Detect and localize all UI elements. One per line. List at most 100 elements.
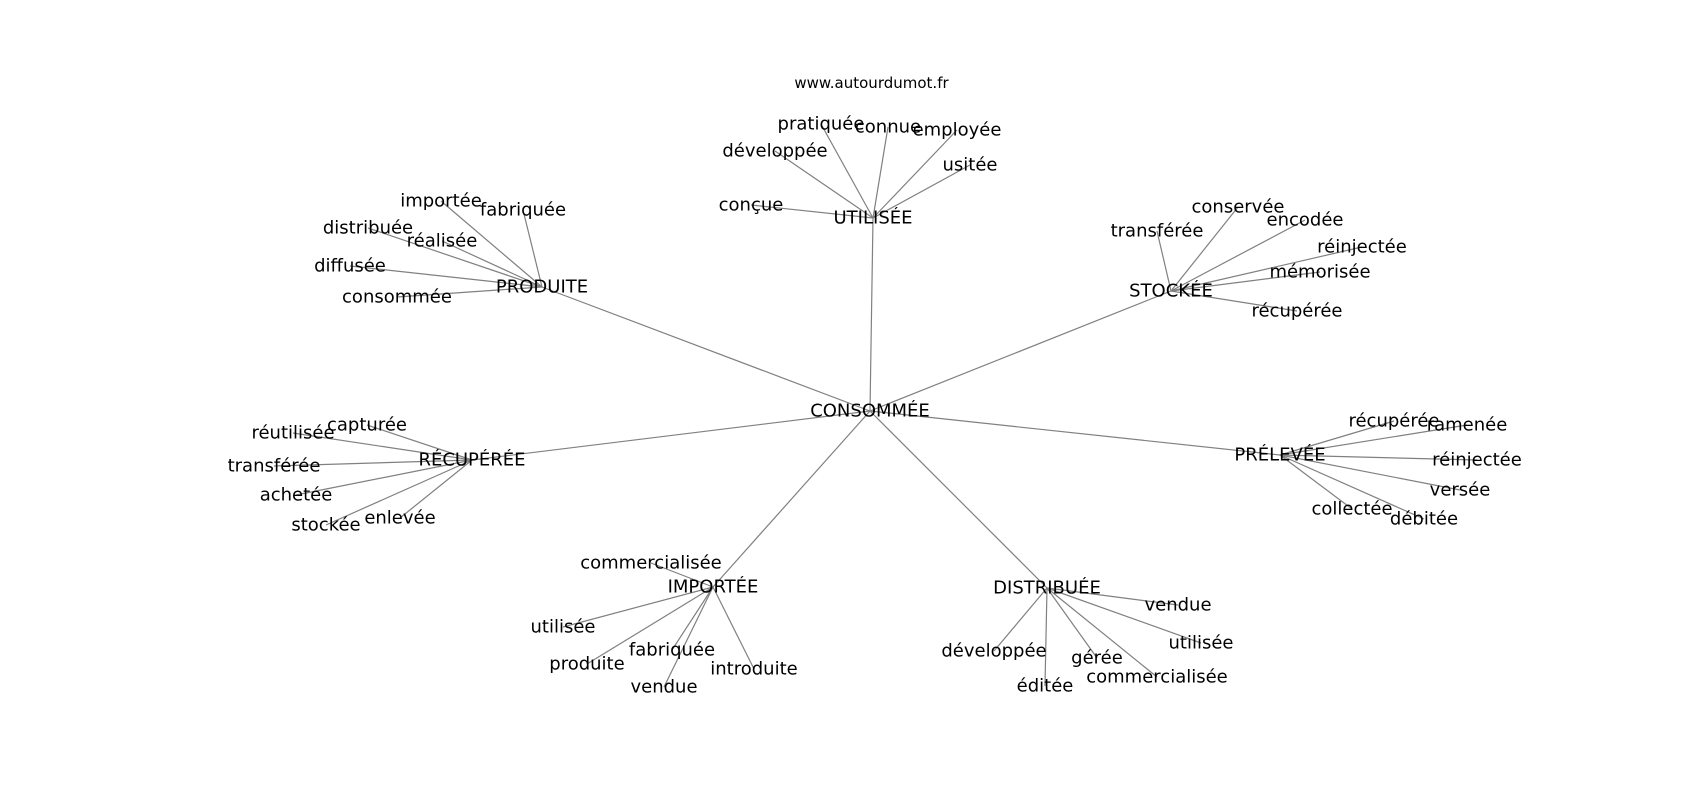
edge-hub-1-leaf-4 (349, 265, 543, 288)
leaf-word[interactable]: mémorisée (1269, 262, 1370, 283)
leaf-word[interactable]: fabriquée (629, 640, 715, 661)
leaf-word[interactable]: usitée (943, 155, 998, 176)
edge-hub-1-leaf-2 (367, 227, 543, 288)
hub-word[interactable]: DISTRIBUÉE (993, 577, 1101, 599)
hub-word[interactable]: RÉCUPÉRÉE (418, 449, 525, 471)
leaf-word[interactable]: vendue (630, 677, 697, 698)
edge-hub-4-leaf-0 (1279, 420, 1395, 456)
edge-hub-3-leaf-2 (273, 459, 473, 467)
edge-hub-5-leaf-1 (562, 586, 714, 628)
edge-hub-2-leaf-3 (1170, 246, 1363, 292)
edge-hub-3-leaf-0 (366, 424, 473, 461)
edge-center-hub-6 (869, 410, 1048, 589)
leaf-word[interactable]: réinjectée (1432, 450, 1522, 471)
leaf-word[interactable]: gérée (1071, 648, 1123, 669)
leaf-word[interactable]: récupérée (1251, 301, 1342, 322)
edge-hub-5-leaf-4 (712, 586, 755, 670)
leaf-word[interactable]: consommée (342, 287, 452, 308)
leaf-word[interactable]: conservée (1192, 197, 1285, 218)
edge-hub-5-leaf-2 (671, 586, 714, 651)
leaf-word[interactable]: développée (722, 141, 827, 162)
leaf-word[interactable]: versée (1430, 480, 1491, 501)
edge-hub-6-leaf-5 (1044, 587, 1048, 687)
leaf-word[interactable]: introduite (710, 659, 797, 680)
edge-hub-5-leaf-0 (650, 562, 714, 588)
edge-hub-1-leaf-3 (441, 240, 543, 288)
edge-hub-4-leaf-3 (1279, 454, 1461, 491)
leaf-word[interactable]: ramenée (1427, 415, 1508, 436)
edge-center-hub-3 (471, 410, 871, 461)
leaf-word[interactable]: connue (855, 117, 921, 138)
leaf-word[interactable]: éditée (1017, 676, 1074, 697)
leaf-word[interactable]: réinjectée (1317, 237, 1407, 258)
edge-hub-0-leaf-0 (820, 123, 874, 219)
leaf-word[interactable]: produite (549, 654, 624, 675)
leaf-word[interactable]: importée (400, 191, 482, 212)
edge-hub-4-leaf-2 (1279, 454, 1478, 461)
edge-hub-6-leaf-1 (1046, 587, 1202, 644)
hub-word[interactable]: IMPORTÉE (668, 576, 759, 598)
leaf-word[interactable]: stockée (291, 515, 360, 536)
leaf-word[interactable]: encodée (1267, 210, 1344, 231)
leaf-word[interactable]: capturée (327, 415, 407, 436)
leaf-word[interactable]: débitée (1390, 509, 1458, 530)
leaf-word[interactable]: utilisée (531, 617, 596, 638)
site-watermark[interactable]: www.autourdumot.fr (794, 74, 949, 92)
edges-layer (273, 123, 1478, 688)
leaf-word[interactable]: pratiquée (778, 114, 865, 135)
edge-hub-6-leaf-0 (1046, 587, 1179, 606)
hub-word[interactable]: UTILISÉE (834, 207, 913, 229)
leaf-word[interactable]: utilisée (1169, 633, 1234, 654)
leaf-word[interactable]: collectée (1311, 499, 1392, 520)
leaf-word[interactable]: transférée (1111, 221, 1204, 242)
hub-word[interactable]: PRÉLEVÉE (1234, 444, 1325, 466)
center-word[interactable]: CONSOMMÉE (810, 400, 930, 422)
edge-hub-0-leaf-4 (872, 164, 971, 219)
leaf-word[interactable]: réutilisée (251, 423, 334, 444)
edge-hub-2-leaf-2 (1156, 230, 1172, 292)
edge-center-hub-2 (869, 290, 1172, 412)
leaf-word[interactable]: enlevée (364, 508, 435, 529)
edge-hub-3-leaf-4 (399, 459, 473, 519)
edge-hub-6-leaf-4 (1046, 587, 1158, 678)
leaf-word[interactable]: employée (913, 120, 1002, 141)
edge-hub-3-leaf-1 (292, 432, 473, 461)
edge-hub-2-leaf-5 (1170, 290, 1298, 312)
edge-hub-4-leaf-4 (1279, 454, 1353, 510)
leaf-word[interactable]: conçue (719, 195, 784, 216)
edge-center-hub-1 (541, 286, 871, 412)
leaf-word[interactable]: transférée (228, 456, 321, 477)
edge-hub-0-leaf-3 (774, 150, 874, 219)
edge-center-hub-0 (869, 217, 874, 412)
leaf-word[interactable]: distribuée (323, 218, 413, 239)
edge-hub-0-leaf-5 (750, 204, 874, 219)
leaf-word[interactable]: commercialisée (1086, 667, 1228, 688)
edge-hub-4-leaf-5 (1279, 454, 1425, 520)
edge-hub-2-leaf-4 (1170, 271, 1321, 292)
leaf-word[interactable]: développée (941, 641, 1046, 662)
edge-hub-1-leaf-5 (396, 286, 543, 298)
edge-hub-6-leaf-3 (1046, 587, 1098, 659)
edge-hub-1-leaf-1 (522, 209, 543, 288)
edge-hub-5-leaf-3 (586, 586, 714, 665)
leaf-word[interactable]: réalisée (407, 231, 478, 252)
labels-layer: CONSOMMÉE UTILISÉE pratiquéeconnueemployée… (228, 114, 1522, 698)
leaf-word[interactable]: fabriquée (480, 200, 566, 221)
leaf-word[interactable]: commercialisée (580, 553, 722, 574)
hub-word[interactable]: PRODUITE (496, 277, 588, 298)
edge-hub-3-leaf-3 (295, 459, 473, 496)
edge-hub-2-leaf-1 (1170, 219, 1306, 292)
edge-hub-2-leaf-0 (1170, 206, 1239, 292)
leaf-word[interactable]: diffusée (314, 256, 386, 277)
edge-hub-4-leaf-1 (1279, 424, 1468, 456)
edge-center-hub-4 (869, 410, 1281, 456)
edge-hub-0-leaf-1 (872, 126, 889, 219)
edge-hub-1-leaf-0 (440, 200, 543, 288)
leaf-word[interactable]: achetée (260, 485, 333, 506)
leaf-word[interactable]: vendue (1144, 595, 1211, 616)
leaf-word[interactable]: récupérée (1348, 411, 1439, 432)
hub-word[interactable]: STOCKÉE (1129, 280, 1213, 302)
edge-center-hub-5 (712, 410, 871, 588)
edge-hub-5-leaf-5 (663, 586, 714, 688)
